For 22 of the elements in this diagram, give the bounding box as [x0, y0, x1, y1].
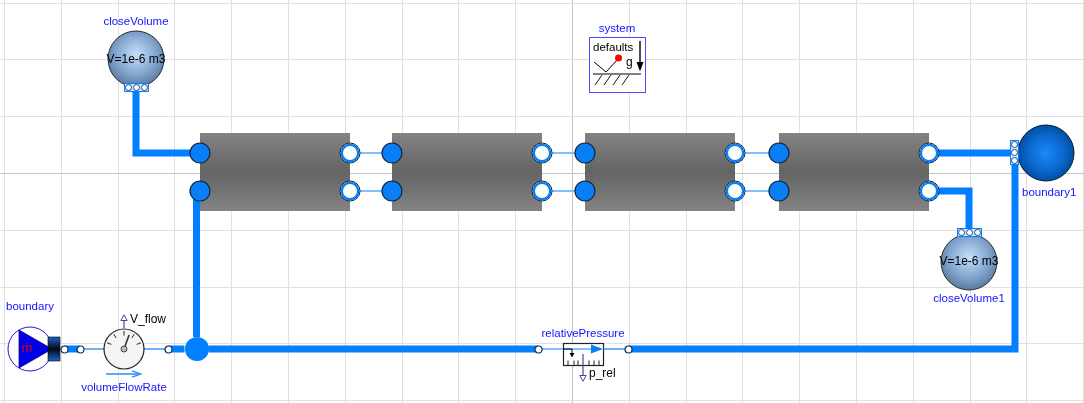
pipe-segment: [200, 133, 350, 211]
pipe-segment: [779, 133, 929, 211]
junction-dot: [184, 337, 209, 361]
connection-line: [208, 345, 538, 353]
pipe-segment: [585, 133, 735, 211]
component-label: closeVolume1: [933, 292, 1005, 306]
parameter-text: V=1e-6 m3: [106, 53, 166, 67]
component-label: system: [598, 22, 636, 36]
component-label: closeVolume: [103, 15, 169, 29]
component-label: volumeFlowRate: [81, 381, 167, 395]
connection-line: [64, 345, 80, 353]
component-label: boundary1: [1022, 186, 1077, 200]
signal-name: V_flow: [130, 313, 167, 327]
symbol-text: ṁ: [21, 341, 33, 356]
block-title: defaults: [593, 41, 634, 55]
connection-line: [168, 345, 185, 353]
pipe-segment: [392, 133, 542, 211]
component-label: relativePressure: [541, 327, 625, 341]
parameter-text: V=1e-6 m3: [939, 255, 999, 269]
symbol-text: g: [626, 56, 633, 70]
component-label: boundary: [6, 300, 54, 314]
signal-name: p_rel: [589, 367, 616, 381]
